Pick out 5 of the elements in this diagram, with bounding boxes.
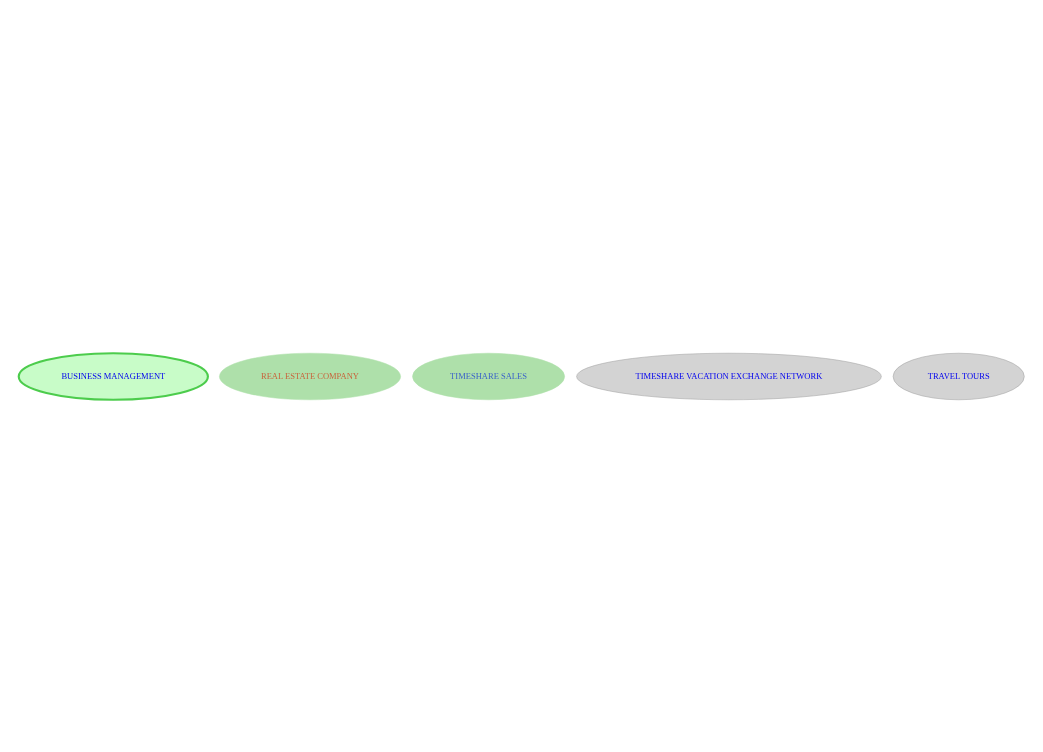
node-ellipse: TIMESHARE SALES: [412, 352, 565, 400]
node-ellipse: BUSINESS MANAGEMENT: [17, 351, 209, 401]
node-ellipse: TIMESHARE VACATION EXCHANGE NETWORK: [576, 352, 882, 400]
node-ellipse: REAL ESTATE COMPANY: [219, 352, 401, 400]
node-ellipse: TRAVEL TOURS: [892, 352, 1025, 400]
